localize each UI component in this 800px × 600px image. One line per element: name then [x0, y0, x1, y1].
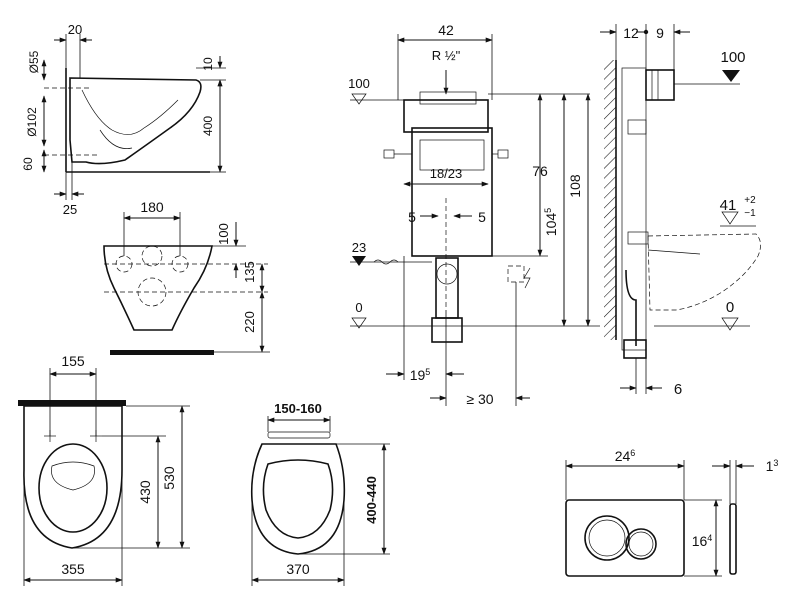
wall-12-label: 12 [623, 25, 639, 41]
frame-h-108-label: 108 [567, 174, 583, 198]
flush-plate-view: 246 164 13 [565, 448, 779, 577]
wc-bowl-outline [69, 77, 202, 165]
triangle-down-icon [722, 70, 740, 82]
wc-rear-outline [103, 245, 213, 331]
wc-bowl-opening [38, 443, 108, 533]
frame-width-42-label: 42 [438, 22, 454, 38]
frame-range-1823-label: 18/23 [430, 166, 463, 181]
rear-h-220-label: 220 [242, 311, 257, 333]
frame-level-100-label: 100 [348, 76, 370, 91]
triangle-down-icon [351, 93, 367, 105]
wall-hatch [604, 60, 616, 340]
wc-top-view: 155 430 530 355 [18, 353, 190, 586]
side-top-offset-label: 10 [201, 57, 215, 71]
top-len-530-label: 530 [161, 466, 177, 490]
side-height-400-label: 400 [201, 116, 215, 136]
side-dia-102-label: Ø102 [25, 107, 39, 137]
plate-height-label: 164 [692, 533, 713, 549]
flush-plate-housing [645, 69, 675, 101]
electric-box [507, 265, 525, 283]
plate-depth-label: 13 [766, 458, 779, 474]
wall-section-view: 12 9 100 41 +2 −1 0 6 [600, 24, 761, 398]
floor-slab [110, 350, 214, 355]
wall-level-0-label: 0 [726, 299, 734, 316]
top-width-155-label: 155 [61, 353, 85, 369]
wc-bowl-inner [81, 89, 179, 135]
wall-level-100-label: 100 [720, 49, 745, 66]
wavy-arrow-icon [373, 259, 399, 265]
frame-side [621, 67, 647, 351]
side-top-width-label: 20 [68, 22, 82, 37]
seat-len-range-label: 400-440 [364, 476, 379, 524]
frame-h-104-label: 1045 [543, 208, 559, 236]
cistern-top [403, 99, 489, 133]
wall-mount-plate [18, 400, 126, 406]
side-base-25-label: 25 [63, 202, 77, 217]
drain-pipe [435, 257, 459, 319]
top-len-430-label: 430 [137, 480, 153, 504]
wc-top-outline [23, 405, 123, 549]
flush-plate-side [729, 503, 737, 575]
frame-min-30-label: ≥ 30 [466, 391, 493, 407]
flush-plate-outline [565, 499, 685, 577]
rear-width-180-label: 180 [140, 199, 164, 215]
triangle-down-icon [721, 211, 739, 225]
wall-tol-plus-label: +2 [744, 195, 756, 206]
triangle-down-icon [351, 317, 367, 329]
wall-height-41-label: 41 [720, 197, 737, 214]
dual-flush-button-icon [584, 515, 657, 561]
seat-width-range-label: 150-160 [274, 401, 322, 416]
rear-h-100-label: 100 [216, 223, 231, 245]
rear-h-135-label: 135 [242, 261, 257, 283]
wc-side-view: 20 Ø55 Ø102 60 10 400 25 [21, 22, 226, 217]
frame-off-5-left-label: 5 [408, 209, 416, 225]
wc-ghost-outline [647, 233, 761, 311]
lightning-icon [523, 267, 531, 289]
frame-thread-label: R ½" [432, 48, 461, 63]
seat-base-370-label: 370 [286, 561, 310, 577]
wc-seat-view: 150-160 400-440 370 [250, 401, 390, 586]
wall-9-label: 9 [656, 25, 664, 41]
frame-front-view: 42 R ½" 100 18/23 5 5 23 0 76 1045 108 [348, 22, 600, 407]
triangle-down-icon [352, 256, 366, 266]
wall-6-label: 6 [674, 381, 682, 398]
side-dia-55-label: Ø55 [27, 50, 41, 73]
wc-rear-view: 180 100 135 220 [103, 199, 270, 355]
side-bottom-60-label: 60 [21, 157, 35, 171]
seat-hinge [267, 431, 331, 439]
frame-drain-19-label: 195 [410, 367, 431, 383]
frame-level-0-label: 0 [355, 300, 362, 315]
frame-body [411, 127, 493, 257]
bolt-marks [44, 430, 102, 442]
frame-h-76-label: 76 [532, 163, 548, 179]
plate-width-label: 246 [615, 448, 636, 464]
frame-off-5-right-label: 5 [478, 209, 486, 225]
seat-opening [262, 459, 334, 539]
frame-level-23-label: 23 [352, 240, 366, 255]
top-base-355-label: 355 [61, 561, 85, 577]
wall-tol-minus-label: −1 [744, 208, 756, 219]
triangle-down-icon [721, 317, 739, 331]
